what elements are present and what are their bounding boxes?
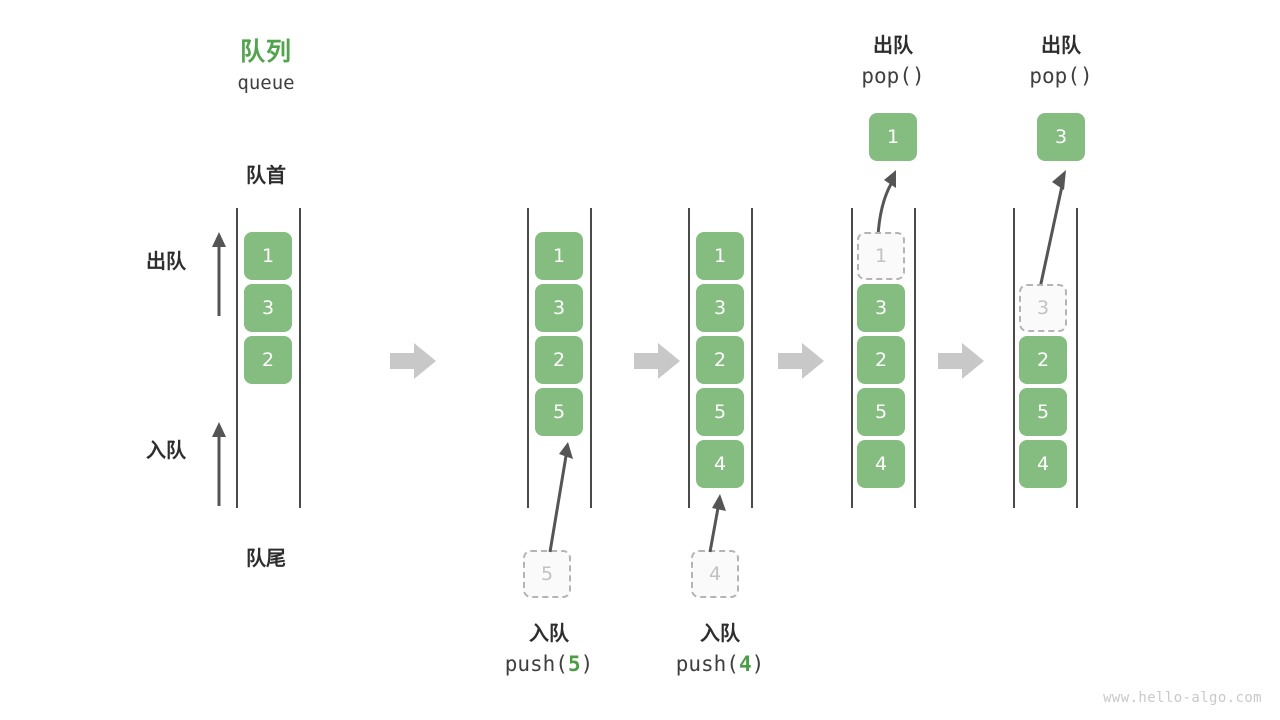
flow-arrow-icon [938, 343, 984, 379]
pop-caption: 出队 pop() [973, 30, 1149, 92]
rail-left [236, 208, 238, 508]
code-suffix: ) [751, 652, 765, 676]
dequeue-label: 出队 [146, 249, 186, 273]
queue-cell: 3 [535, 284, 583, 332]
queue-cell: 5 [857, 388, 905, 436]
queue-cell: 4 [696, 440, 744, 488]
push-caption: 入队 push(4) [630, 618, 810, 680]
queue-cell: 4 [857, 440, 905, 488]
front-label: 队首 [246, 163, 286, 187]
popped-ghost-cell: 1 [857, 232, 905, 280]
queue-cell: 2 [696, 336, 744, 384]
pop-caption-cn: 出队 [1041, 33, 1081, 57]
code-prefix: push( [504, 652, 568, 676]
pop-caption-cn: 出队 [873, 33, 913, 57]
flow-arrow-icon [778, 343, 824, 379]
rail-right [1076, 208, 1078, 508]
queue-cell: 1 [244, 232, 292, 280]
enqueue-arrow-icon [212, 422, 226, 506]
rail-left [688, 208, 690, 508]
popped-cell: 1 [869, 113, 917, 161]
push-caption-cn: 入队 [700, 621, 740, 645]
rail-left [1013, 208, 1015, 508]
queue-cell: 1 [696, 232, 744, 280]
flow-arrow-icon [634, 343, 680, 379]
queue-cell: 2 [1019, 336, 1067, 384]
rail-right [590, 208, 592, 508]
rail-right [914, 208, 916, 508]
dequeue-arrow-icon [212, 232, 226, 316]
diagram-title-cn: 队列 [239, 37, 292, 66]
rail-right [751, 208, 753, 508]
rear-label: 队尾 [246, 546, 286, 570]
queue-cell: 1 [535, 232, 583, 280]
push-caption-code: push(4) [630, 648, 810, 680]
queue-cell: 2 [244, 336, 292, 384]
queue-cell: 3 [244, 284, 292, 332]
code-num: 5 [567, 652, 581, 676]
queue-cell: 3 [857, 284, 905, 332]
popped-ghost-cell: 3 [1019, 284, 1067, 332]
pop-caption: 出队 pop() [805, 30, 981, 92]
code-suffix: ) [580, 652, 594, 676]
incoming-ghost-cell: 5 [523, 550, 571, 598]
push-arrow-icon [548, 442, 573, 553]
watermark: www.hello-algo.com [1103, 690, 1262, 706]
diagram-title-en: queue [237, 72, 295, 94]
push-caption-code: push(5) [459, 648, 639, 680]
queue-cell: 5 [535, 388, 583, 436]
incoming-ghost-cell: 4 [691, 550, 739, 598]
enqueue-label: 入队 [146, 438, 186, 462]
queue-cell: 2 [857, 336, 905, 384]
pop-arrow-icon [876, 170, 896, 237]
push-arrow-icon [708, 494, 726, 553]
pop-caption-code: pop() [1029, 64, 1093, 88]
push-caption: 入队 push(5) [459, 618, 639, 680]
code-prefix: push( [675, 652, 739, 676]
rail-left [527, 208, 529, 508]
pop-caption-code: pop() [861, 64, 925, 88]
queue-cell: 5 [696, 388, 744, 436]
queue-cell: 2 [535, 336, 583, 384]
popped-cell: 3 [1037, 113, 1085, 161]
queue-cell: 4 [1019, 440, 1067, 488]
rail-right [299, 208, 301, 508]
queue-cell: 3 [696, 284, 744, 332]
pop-arrow-icon [1038, 170, 1066, 289]
code-num: 4 [738, 652, 752, 676]
rail-left [851, 208, 853, 508]
queue-cell: 5 [1019, 388, 1067, 436]
flow-arrow-icon [390, 343, 436, 379]
push-caption-cn: 入队 [529, 621, 569, 645]
